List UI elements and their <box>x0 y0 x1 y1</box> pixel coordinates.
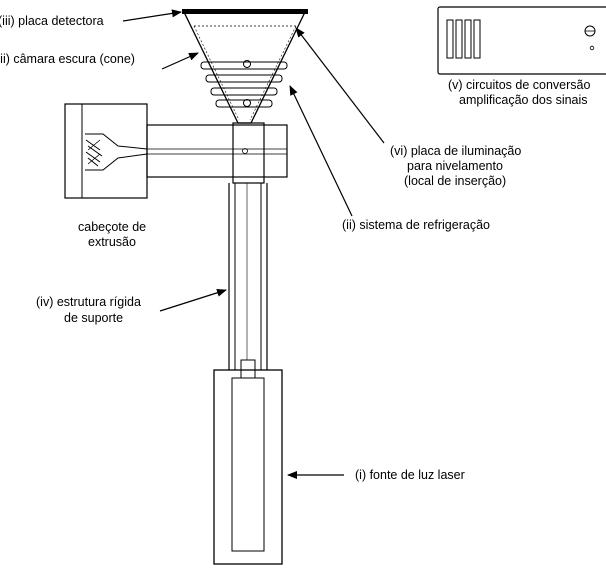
cone-collar <box>232 122 265 184</box>
label-extrusion-head-2: extrusão <box>88 235 136 249</box>
indicator-led-icon <box>589 45 595 51</box>
label-cooling-system: (ii) sistema de refrigeração <box>342 218 490 232</box>
conversion-circuit-box <box>437 6 606 75</box>
label-illumination-plate-2: para nivelamento <box>407 159 503 173</box>
label-rigid-structure-2: de suporte <box>64 311 123 325</box>
extrusion-die-icon <box>85 133 148 171</box>
label-laser-source: (i) fonte de luz laser <box>355 468 465 482</box>
detector-plate <box>182 9 308 14</box>
rigid-support-structure <box>228 183 268 370</box>
laser-light-source <box>213 359 283 565</box>
label-leaders <box>122 9 385 479</box>
cooling-coil <box>200 60 288 108</box>
label-conversion-circuits-2: amplificação dos sinais <box>459 93 588 107</box>
label-rigid-structure-1: (iv) estrutura rígida <box>36 295 141 309</box>
label-dark-chamber: (ii) câmara escura (cone) <box>0 52 135 66</box>
label-extrusion-head-1: cabeçote de <box>78 220 146 234</box>
label-illumination-plate-1: (vi) placa de iluminação <box>390 144 521 158</box>
knob-icon <box>584 25 596 37</box>
label-conversion-circuits-1: (v) circuitos de conversão <box>448 78 590 92</box>
circuit-slots-icon <box>446 19 481 59</box>
label-illumination-plate-3: (local de inserção) <box>404 174 506 188</box>
label-detector-plate: (iii) placa detectora <box>0 14 104 28</box>
